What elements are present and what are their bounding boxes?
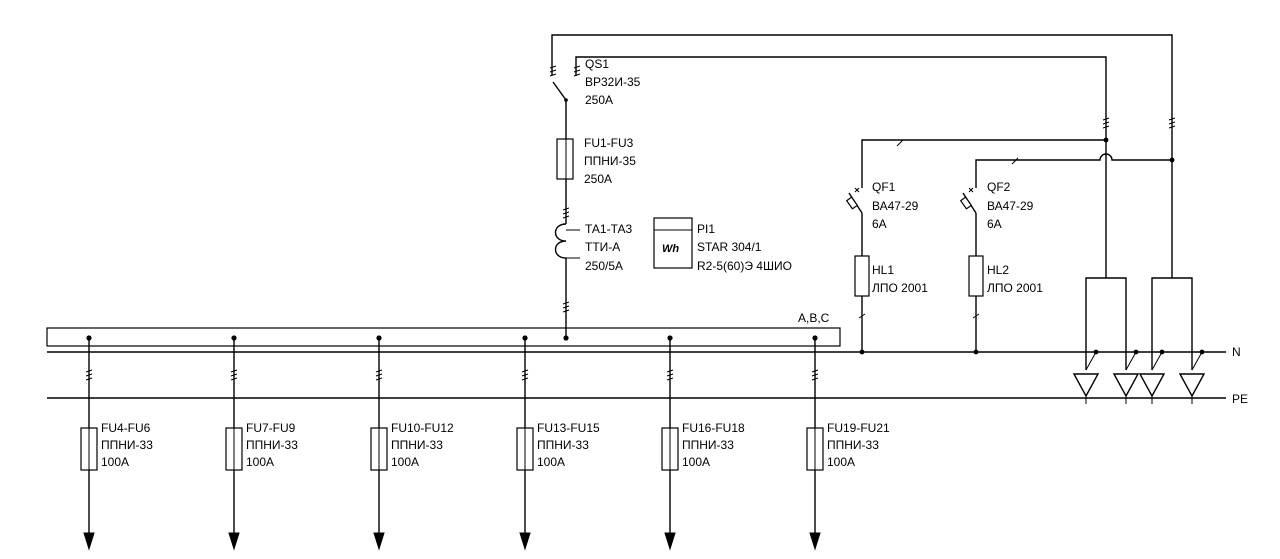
feeder-type: ППНИ-33 xyxy=(101,438,153,452)
qs1-ref: QS1 xyxy=(585,57,609,71)
hl2-branch xyxy=(959,153,1172,355)
svg-text:QF1: QF1 xyxy=(872,180,896,194)
feeder-rating: 100А xyxy=(682,455,710,469)
ta-labels: ТА1-ТА3 ТТИ-А 250/5А xyxy=(585,222,633,273)
feeder-ref: FU4-FU6 xyxy=(101,421,151,435)
qs1-labels: QS1 ВР32И-35 250А xyxy=(585,57,641,107)
feeder-type: ППНИ-33 xyxy=(391,438,443,452)
svg-text:ВА47-29: ВА47-29 xyxy=(987,199,1034,213)
hl1-branch xyxy=(845,139,1106,355)
feeder-ref: FU10-FU12 xyxy=(391,421,454,435)
energy-meter: Wh PI1 STAR 304/1 R2-5(60)Э 4ШИО xyxy=(653,217,792,273)
n-label: N xyxy=(1232,345,1241,359)
feeder-ticks xyxy=(666,369,674,381)
busbar-label: А,В,С xyxy=(798,311,830,325)
feeder-arrow xyxy=(664,532,676,551)
main-fuse xyxy=(556,138,574,180)
main-fuse-labels: FU1-FU3 ППНИ-35 250А xyxy=(584,136,636,186)
feeder-arrow xyxy=(373,532,385,551)
hl1-lamp xyxy=(854,255,870,297)
meter-ref: PI1 xyxy=(697,222,715,236)
hl1-labels: HL1 ЛПО 2001 xyxy=(872,263,928,295)
svg-text:FU1-FU3: FU1-FU3 xyxy=(584,136,634,150)
feeder-rating: 100А xyxy=(537,455,565,469)
svg-text:HL1: HL1 xyxy=(872,263,894,277)
pe-label: PE xyxy=(1232,392,1248,406)
feeder-arrow xyxy=(83,532,95,551)
feeder-type: ППНИ-33 xyxy=(682,438,734,452)
qf1-labels: QF1 ВА47-29 6А xyxy=(872,180,919,231)
svg-text:ЛПО 2001: ЛПО 2001 xyxy=(872,281,928,295)
feeder-type: ППНИ-33 xyxy=(537,438,589,452)
feeder-rating: 100А xyxy=(246,455,274,469)
svg-text:ЛПО 2001: ЛПО 2001 xyxy=(987,281,1043,295)
feeder-rating: 100А xyxy=(391,455,419,469)
feeder-ticks xyxy=(230,369,238,381)
qf2-labels: QF2 ВА47-29 6А xyxy=(987,180,1034,231)
feeder-rating: 100А xyxy=(827,455,855,469)
feeder-ticks xyxy=(521,369,529,381)
svg-text:ВА47-29: ВА47-29 xyxy=(872,199,919,213)
current-transformer-coil xyxy=(554,223,567,259)
svg-text:250А: 250А xyxy=(584,172,612,186)
surge-arrester-group-1 xyxy=(1072,140,1140,404)
feeder-arrow xyxy=(228,532,240,551)
svg-text:HL2: HL2 xyxy=(987,263,1009,277)
svg-text:6А: 6А xyxy=(872,217,887,231)
feeder-arrow xyxy=(809,532,821,551)
feeder-rating: 100А xyxy=(101,455,129,469)
meter-spec: R2-5(60)Э 4ШИО xyxy=(697,259,792,273)
meter-symbol: Wh xyxy=(662,243,679,255)
incomer-column xyxy=(549,34,1173,341)
svg-text:6А: 6А xyxy=(987,217,1002,231)
surge-arrester-group-2 xyxy=(1138,160,1206,404)
svg-text:250/5А: 250/5А xyxy=(585,259,623,273)
svg-text:ТТИ-А: ТТИ-А xyxy=(585,240,620,254)
svg-text:ППНИ-35: ППНИ-35 xyxy=(584,154,636,168)
svg-text:QF2: QF2 xyxy=(987,180,1011,194)
qs1-rating: 250А xyxy=(585,93,613,107)
feeder-ref: FU16-FU18 xyxy=(682,421,745,435)
meter-type: STAR 304/1 xyxy=(697,240,762,254)
svg-text:ТА1-ТА3: ТА1-ТА3 xyxy=(585,222,633,236)
qs1-type: ВР32И-35 xyxy=(585,75,641,89)
busbar-abc xyxy=(46,327,841,347)
feeder-type: ППНИ-33 xyxy=(827,438,879,452)
feeder-type: ППНИ-33 xyxy=(246,438,298,452)
hl2-labels: HL2 ЛПО 2001 xyxy=(987,263,1043,295)
hl2-lamp xyxy=(968,255,984,297)
feeder-ref: FU19-FU21 xyxy=(827,421,890,435)
feeder-ticks xyxy=(375,369,383,381)
feeder-ref: FU13-FU15 xyxy=(537,421,600,435)
feeder-ref: FU7-FU9 xyxy=(246,421,296,435)
feeder-ticks xyxy=(811,369,819,381)
outgoing-feeders: FU4-FU6ППНИ-33100АFU7-FU9ППНИ-33100АFU10… xyxy=(80,335,890,551)
feeder-ticks xyxy=(85,369,93,381)
feeder-arrow xyxy=(519,532,531,551)
